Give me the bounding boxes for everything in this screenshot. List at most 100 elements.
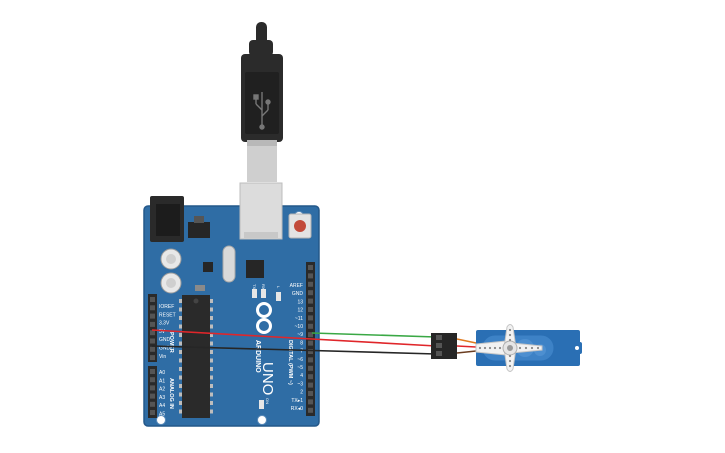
header-hole[interactable] xyxy=(150,369,155,374)
pin-label: 7 xyxy=(300,349,303,355)
led-l xyxy=(276,292,281,301)
header-hole[interactable] xyxy=(308,340,313,346)
power-header[interactable] xyxy=(148,294,157,362)
header-hole[interactable] xyxy=(308,265,313,270)
pin-label: Vin xyxy=(159,354,166,360)
header-hole[interactable] xyxy=(308,273,313,279)
horn-hole xyxy=(536,346,540,350)
pin-label: GND xyxy=(159,337,171,343)
pin-label: 4 xyxy=(300,373,303,379)
pin-label: 2 xyxy=(300,390,303,396)
header-hole[interactable] xyxy=(308,315,313,321)
board-logo-text: ARDUINO xyxy=(254,340,261,373)
usb-port xyxy=(239,182,283,240)
chip-pin xyxy=(179,367,182,371)
header-hole[interactable] xyxy=(150,385,155,391)
header-holes xyxy=(150,265,313,415)
pin-label: A3 xyxy=(159,395,165,401)
chip-pin xyxy=(210,341,213,346)
horn-hole xyxy=(508,338,512,342)
header-hole[interactable] xyxy=(150,321,155,327)
board-model: UNO xyxy=(259,362,276,395)
pin-label: ~9 xyxy=(297,332,303,338)
horn-hole xyxy=(524,346,528,350)
pin-label: 12 xyxy=(297,308,303,314)
header-hole[interactable] xyxy=(308,391,313,396)
horn-hole xyxy=(483,346,487,350)
chip-pin xyxy=(210,324,213,329)
pin-label: ~10 xyxy=(295,324,304,330)
pin-label: TX▸1 xyxy=(291,398,303,404)
header-hole[interactable] xyxy=(150,313,155,319)
header-hole[interactable] xyxy=(150,330,155,336)
pin-label: A2 xyxy=(159,387,165,393)
chip-pin xyxy=(210,375,213,380)
usb-cable[interactable] xyxy=(241,22,283,182)
header-hole[interactable] xyxy=(150,338,155,344)
wire-signal[interactable] xyxy=(311,332,437,338)
pin-label: RX◂0 xyxy=(291,406,303,412)
header-hole[interactable] xyxy=(308,323,313,329)
mounting-hole xyxy=(257,415,267,425)
wire-power[interactable] xyxy=(151,329,437,347)
usb-b-connector xyxy=(247,140,277,182)
chip-pin xyxy=(179,333,182,337)
servo-motor[interactable] xyxy=(475,324,582,372)
chip-pin xyxy=(179,375,182,380)
pin-label: 3.3V xyxy=(159,321,170,327)
horn-hole xyxy=(518,346,522,350)
header-hole[interactable] xyxy=(308,349,313,354)
header-hole[interactable] xyxy=(150,377,155,383)
pin-label: 8 xyxy=(300,340,303,346)
chip-pin xyxy=(210,392,213,397)
smd-chip xyxy=(203,262,213,272)
header-hole[interactable] xyxy=(308,298,313,304)
pin-label: ~5 xyxy=(297,365,303,371)
led-tx xyxy=(252,289,257,298)
servo-connector[interactable] xyxy=(431,333,477,359)
header-hole[interactable] xyxy=(150,305,155,311)
header-hole[interactable] xyxy=(150,393,155,399)
chip-pins xyxy=(179,299,213,414)
reset-button[interactable] xyxy=(288,213,312,239)
header-hole[interactable] xyxy=(308,357,313,363)
chip-pin xyxy=(210,384,213,388)
chip-pin xyxy=(179,384,182,388)
horn-hole xyxy=(498,346,502,350)
header-hole[interactable] xyxy=(308,382,313,388)
pin-label: A1 xyxy=(159,378,165,384)
header-hole[interactable] xyxy=(308,332,313,338)
header-hole[interactable] xyxy=(308,407,313,413)
pin-label: A5 xyxy=(159,412,165,418)
pin-label: ~11 xyxy=(295,316,303,322)
wire-ground[interactable] xyxy=(151,345,437,355)
header-hole[interactable] xyxy=(150,410,155,415)
header-hole[interactable] xyxy=(308,374,313,380)
chip-pin xyxy=(179,392,182,397)
header-hole[interactable] xyxy=(308,365,313,371)
chip-pin xyxy=(179,401,182,405)
voltage-regulator xyxy=(188,222,210,238)
pin-label: A4 xyxy=(159,403,165,409)
header-hole[interactable] xyxy=(308,281,313,287)
mounting-hole xyxy=(156,415,166,425)
servo-horn-holes xyxy=(478,328,540,368)
header-hole[interactable] xyxy=(308,307,313,312)
header-hole[interactable] xyxy=(308,290,313,296)
chip-pin xyxy=(179,358,182,363)
header-hole[interactable] xyxy=(150,297,155,302)
pin-label: 5V xyxy=(159,329,166,335)
section-analog-label: ANALOG IN xyxy=(168,378,174,409)
servo-horn[interactable] xyxy=(475,324,543,372)
arduino-logo-icon xyxy=(256,302,272,334)
analog-header[interactable] xyxy=(148,366,157,418)
header-hole[interactable] xyxy=(308,399,313,405)
header-hole[interactable] xyxy=(150,401,155,407)
header-hole[interactable] xyxy=(150,355,155,361)
header-hole[interactable] xyxy=(150,346,155,352)
chip-pin xyxy=(179,299,182,303)
wires[interactable] xyxy=(151,329,437,355)
